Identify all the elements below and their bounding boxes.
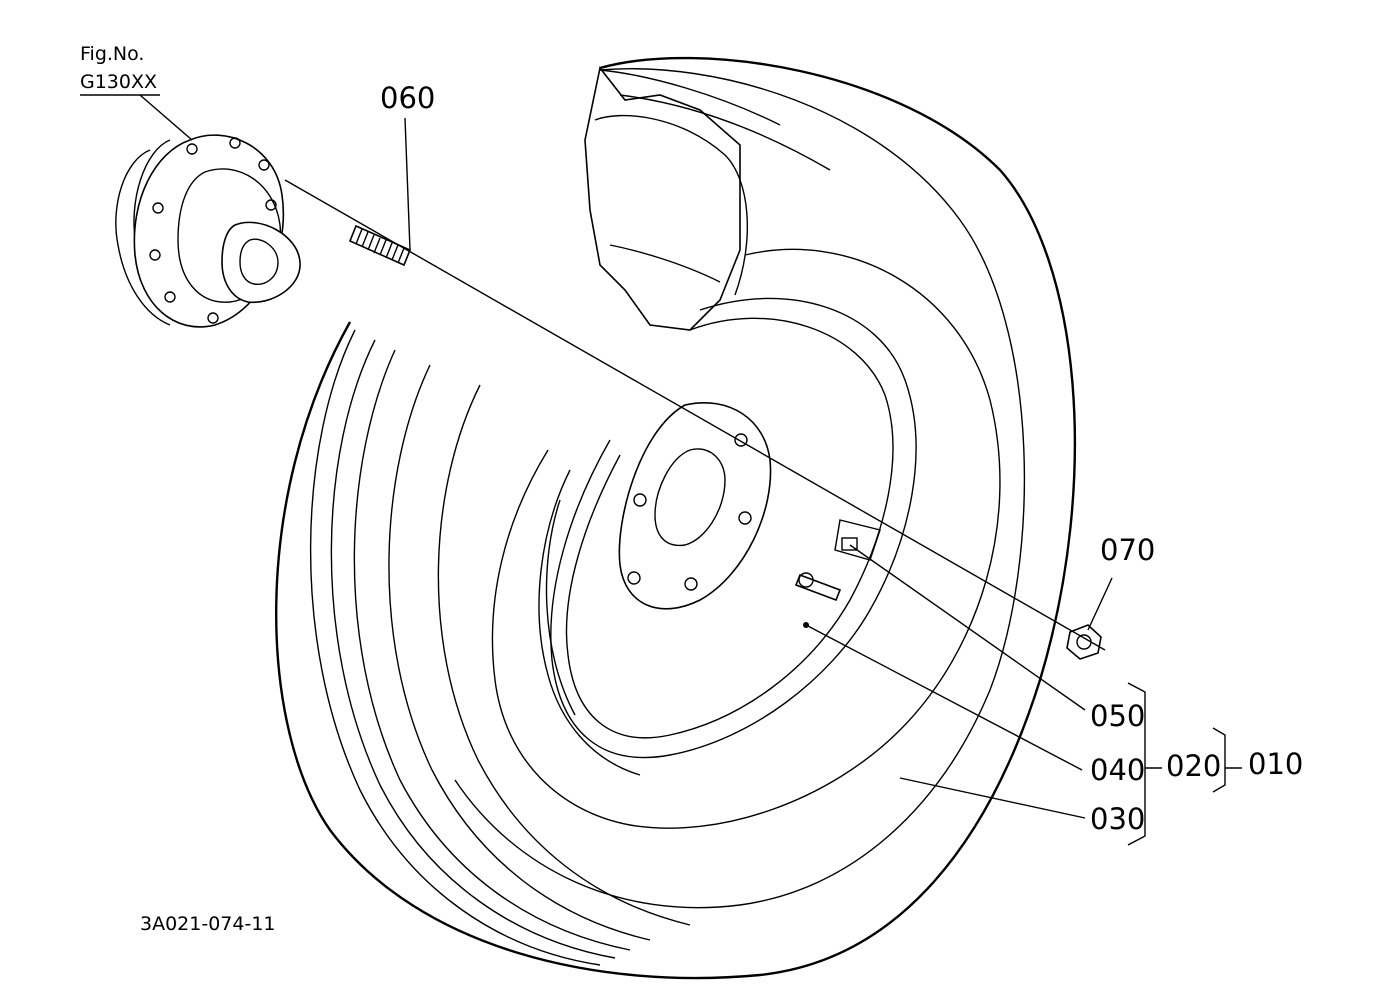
drawing-code: 3A021-074-11 xyxy=(140,913,276,935)
fig-ref-line2: G130XX xyxy=(80,71,157,93)
rim-disc xyxy=(538,297,917,776)
callout-060: 060 xyxy=(380,81,435,115)
valve-stem xyxy=(794,572,842,628)
callout-020: 020 xyxy=(1166,749,1221,783)
tire xyxy=(275,56,1077,980)
wheel-stud xyxy=(348,224,412,267)
lug-nut xyxy=(1066,624,1102,660)
callout-070: 070 xyxy=(1100,533,1155,567)
hub-assembly xyxy=(115,134,301,328)
leader-lines xyxy=(80,94,1242,846)
callout-050: 050 xyxy=(1090,699,1145,733)
callout-040: 040 xyxy=(1090,753,1145,787)
fig-ref-line1: Fig.No. xyxy=(80,43,144,65)
callout-030: 030 xyxy=(1090,802,1145,836)
callout-010: 010 xyxy=(1248,747,1303,781)
